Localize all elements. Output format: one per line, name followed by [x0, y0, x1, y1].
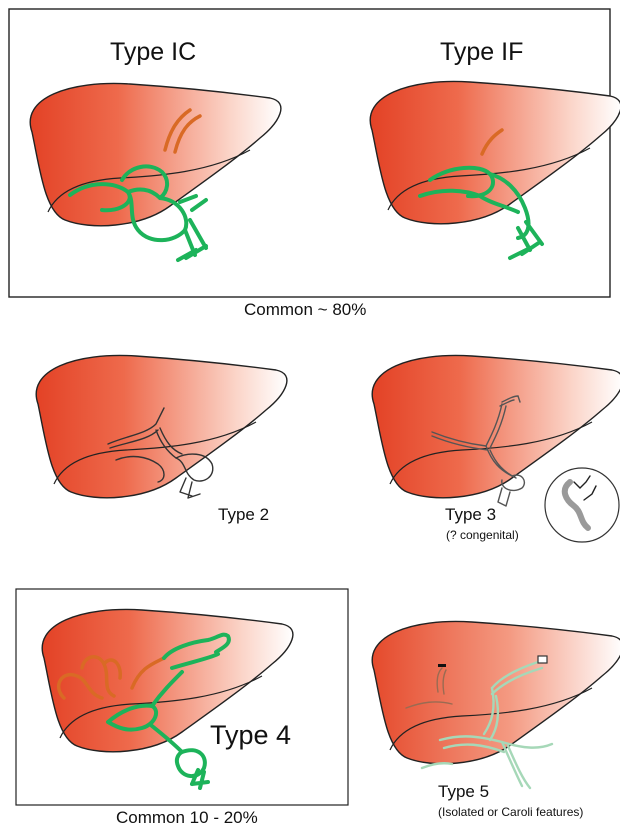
- type-ic-liver: [30, 83, 281, 260]
- type-if-panel: Type IF: [370, 38, 620, 258]
- type-4-panel: Type 4: [42, 609, 293, 788]
- type-if-liver: [370, 81, 620, 258]
- type-5-label: Type 5: [438, 782, 489, 801]
- type-3-panel: Type 3 (? congenital): [372, 355, 620, 542]
- type-5-cyst-marker: [538, 656, 547, 663]
- type-2-label: Type 2: [218, 505, 269, 524]
- type-4-label: Type 4: [210, 720, 291, 750]
- type-3-note: (? congenital): [446, 528, 519, 542]
- common-10-20-caption: Common 10 - 20%: [116, 808, 258, 827]
- type-ic-title: Type IC: [110, 38, 196, 66]
- type-3-inset: [545, 468, 619, 542]
- type-2-panel: Type 2: [36, 355, 287, 524]
- type-5-liver: [372, 621, 620, 788]
- common-80-caption: Common ~ 80%: [244, 300, 366, 319]
- type-if-title: Type IF: [440, 38, 523, 66]
- type-5-note: (Isolated or Caroli features): [438, 805, 583, 819]
- type-5-panel: Type 5 (Isolated or Caroli features): [372, 621, 620, 819]
- type-5-dark-marker: [438, 664, 446, 667]
- type-3-label: Type 3: [445, 505, 496, 524]
- type-ic-panel: Type IC: [30, 38, 281, 260]
- type-4-liver: [42, 609, 293, 788]
- type-2-liver: [36, 355, 287, 498]
